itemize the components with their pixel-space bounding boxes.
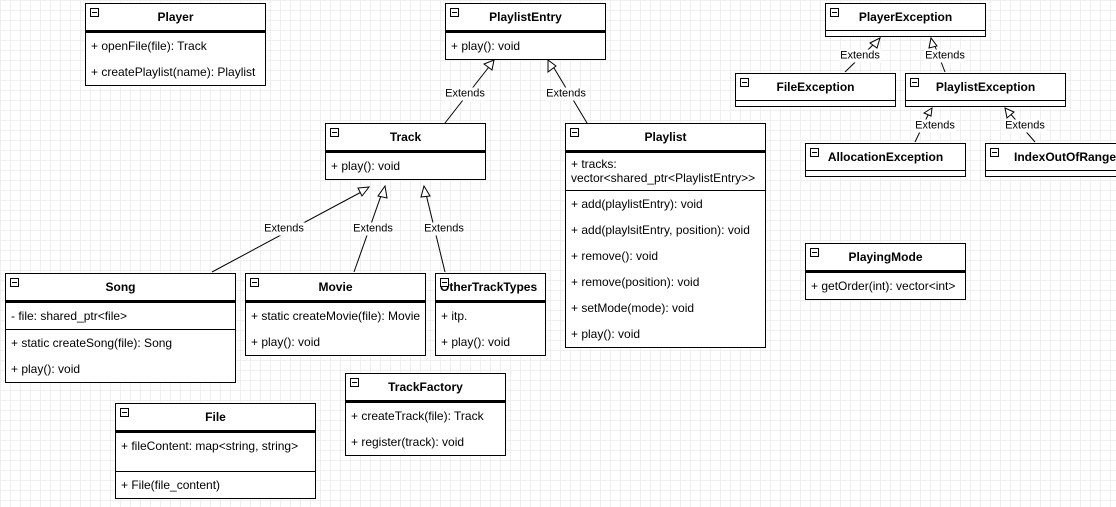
extends-label: Extends: [444, 87, 486, 101]
method: + play(): void: [251, 335, 321, 349]
collapse-icon[interactable]: [990, 148, 999, 157]
methods-section: + play(): void: [326, 151, 485, 179]
method: + static createSong(file): Song: [11, 336, 173, 350]
methods-section: + openFile(file): Track + createPlaylist…: [86, 31, 265, 85]
class-playlist[interactable]: Playlist + tracks: vector<shared_ptr<Pla…: [565, 123, 766, 348]
methods-section: + createTrack(file): Track + register(tr…: [346, 401, 505, 455]
extends-label: Extends: [352, 222, 394, 236]
class-song[interactable]: Song - file: shared_ptr<file> + static c…: [5, 273, 236, 383]
methods-section: + File(file_content): [116, 471, 315, 498]
extends-label: Extends: [1004, 119, 1046, 133]
attributes-section: + fileContent: map<string, string>: [116, 431, 315, 471]
collapse-icon[interactable]: [330, 128, 339, 137]
class-name: Song: [105, 280, 136, 294]
class-movie[interactable]: Movie + static createMovie(file): Movie …: [245, 273, 426, 356]
attribute: + tracks: vector<shared_ptr<PlaylistEntr…: [571, 157, 756, 185]
collapse-icon[interactable]: [350, 378, 359, 387]
collapse-icon[interactable]: [910, 78, 919, 87]
method: + setMode(mode): void: [571, 301, 695, 315]
class-name: PlayerException: [858, 10, 953, 24]
method: + add(playlsitEntry, position): void: [571, 223, 750, 237]
class-playlist-exception[interactable]: PlaylistException: [905, 73, 1066, 107]
class-allocation-exception[interactable]: AllocationException: [805, 143, 966, 177]
class-name: PlaylistException: [935, 80, 1036, 94]
class-name: File: [205, 410, 226, 424]
method: + remove(): void: [571, 249, 659, 263]
extends-label: Extends: [545, 87, 587, 101]
method: + add(playlistEntry): void: [571, 197, 703, 211]
method: + createTrack(file): Track: [351, 409, 484, 423]
method: + play(): void: [441, 335, 511, 349]
class-name: AllocationException: [827, 150, 944, 164]
attribute: - file: shared_ptr<file>: [11, 309, 128, 323]
attribute: + fileContent: map<string, string>: [121, 439, 299, 453]
class-name: Movie: [318, 280, 353, 294]
collapse-icon[interactable]: [250, 278, 259, 287]
methods-section: + static createSong(file): Song + play()…: [6, 329, 235, 382]
method: + register(track): void: [351, 435, 465, 449]
methods-section: + play(): void: [446, 31, 605, 59]
method: + static createMovie(file): Movie: [251, 309, 421, 323]
method: + play(): void: [331, 159, 401, 173]
class-name: OtherTrackTypes: [440, 280, 538, 294]
class-name: PlayingMode: [848, 250, 923, 264]
methods-section: + itp. + play(): void: [436, 301, 545, 355]
method: + openFile(file): Track: [91, 39, 207, 53]
class-playing-mode[interactable]: PlayingMode + getOrder(int): vector<int>: [805, 243, 966, 300]
class-name: FileException: [776, 80, 855, 94]
class-playlist-entry[interactable]: PlaylistEntry + play(): void: [445, 3, 606, 60]
collapse-icon[interactable]: [120, 408, 129, 417]
class-index-out-of-range[interactable]: IndexOutOfRange: [985, 143, 1116, 177]
attributes-section: + tracks: vector<shared_ptr<PlaylistEntr…: [566, 151, 765, 190]
collapse-icon[interactable]: [90, 8, 99, 17]
collapse-icon[interactable]: [810, 148, 819, 157]
extends-label: Extends: [914, 119, 956, 133]
extends-label: Extends: [924, 49, 966, 63]
extends-label: Extends: [839, 49, 881, 63]
class-other-track-types[interactable]: OtherTrackTypes + itp. + play(): void: [435, 273, 546, 356]
class-name: Track: [389, 130, 422, 144]
class-name: Playlist: [644, 130, 687, 144]
method: + play(): void: [11, 362, 81, 376]
collapse-icon[interactable]: [810, 248, 819, 257]
collapse-icon[interactable]: [10, 278, 19, 287]
collapse-icon[interactable]: [570, 128, 579, 137]
attributes-section: - file: shared_ptr<file>: [6, 301, 235, 329]
collapse-icon[interactable]: [450, 8, 459, 17]
methods-section: + static createMovie(file): Movie + play…: [246, 301, 425, 355]
collapse-icon[interactable]: [740, 78, 749, 87]
collapse-icon[interactable]: [440, 278, 449, 287]
class-file-exception[interactable]: FileException: [735, 73, 896, 107]
collapse-icon[interactable]: [830, 8, 839, 17]
method: + play(): void: [451, 39, 521, 53]
methods-section: + add(playlistEntry): void + add(playlsi…: [566, 190, 765, 347]
class-track[interactable]: Track + play(): void: [325, 123, 486, 180]
methods-section: + getOrder(int): vector<int>: [806, 271, 965, 299]
method: + File(file_content): [121, 478, 221, 492]
class-name: IndexOutOfRange: [1014, 150, 1116, 164]
extends-label: Extends: [263, 222, 305, 236]
class-player[interactable]: Player + openFile(file): Track + createP…: [85, 3, 266, 86]
class-name: Player: [157, 10, 194, 24]
method: + itp.: [441, 309, 468, 323]
method: + createPlaylist(name): Playlist: [91, 65, 256, 79]
class-file[interactable]: File + fileContent: map<string, string> …: [115, 403, 316, 499]
class-track-factory[interactable]: TrackFactory + createTrack(file): Track …: [345, 373, 506, 456]
method: + remove(position): void: [571, 275, 700, 289]
class-player-exception[interactable]: PlayerException: [825, 3, 986, 37]
method: + play(): void: [571, 327, 641, 341]
extends-label: Extends: [423, 222, 465, 236]
method: + getOrder(int): vector<int>: [811, 279, 956, 293]
class-name: TrackFactory: [388, 380, 463, 394]
class-name: PlaylistEntry: [489, 10, 562, 24]
